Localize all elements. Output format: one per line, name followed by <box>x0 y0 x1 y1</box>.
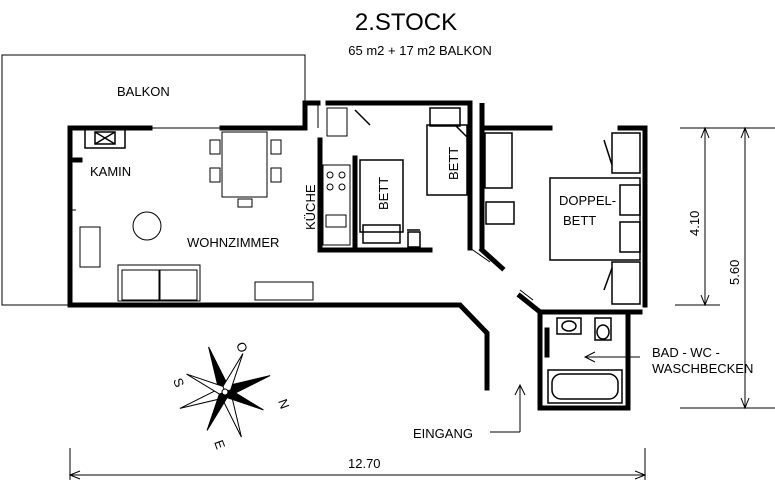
room-label-doppelbett-1: DOPPEL- <box>559 193 616 208</box>
bedroom-furniture <box>484 132 641 305</box>
fireplace <box>84 127 126 149</box>
compass-label-east: E <box>211 438 228 452</box>
dimension-vertical <box>675 126 775 410</box>
room-label-bad-1: BAD - WC - <box>652 345 720 360</box>
dimension-label-5-60: 5.60 <box>727 260 742 285</box>
dimension-label-4-10: 4.10 <box>687 211 702 236</box>
compass-label-south: S <box>170 376 187 390</box>
compass-label-west: O <box>233 340 251 355</box>
bed-1 <box>354 109 421 248</box>
room-label-bett-2: BETT <box>446 147 461 180</box>
room-label-bett-1: BETT <box>376 177 391 210</box>
dimension-label-total-width: 12.70 <box>348 456 381 471</box>
callouts <box>490 351 640 433</box>
compass-rose <box>179 346 271 438</box>
plan-title: 2.STOCK <box>355 9 457 36</box>
room-label-kamin: KAMIN <box>90 164 131 179</box>
balcony-outline <box>1 54 306 306</box>
room-label-doppelbett-2: BETT <box>563 213 596 228</box>
room-label-balkon: BALKON <box>117 84 170 99</box>
bathroom-fixtures <box>547 317 623 404</box>
room-label-bad-2: WASCHBECKEN <box>652 361 753 376</box>
dimension-total-width <box>68 448 647 480</box>
compass-label-north: N <box>275 397 292 411</box>
living-room-furniture <box>70 209 314 302</box>
room-label-wohnzimmer: WOHNZIMMER <box>187 235 279 250</box>
bed-2 <box>426 107 469 196</box>
kitchen-counter <box>322 107 351 246</box>
room-label-eingang: EINGANG <box>413 426 473 441</box>
plan-subtitle: 65 m2 + 17 m2 BALKON <box>348 43 491 58</box>
walls <box>67 100 648 411</box>
entrance-doors <box>317 103 534 301</box>
dining-table <box>209 131 282 208</box>
room-label-kueche: KÜCHE <box>303 184 318 230</box>
